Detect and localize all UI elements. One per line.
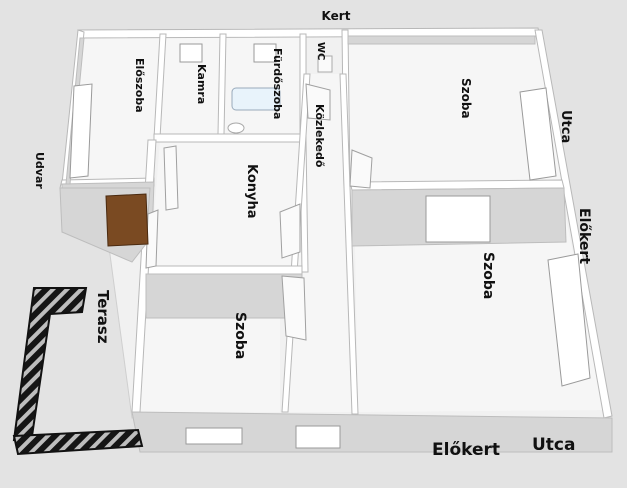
terrace-railing [12, 287, 144, 456]
sink [227, 122, 245, 134]
label-utca-right: Utca [558, 110, 573, 143]
label-terasz: Terasz [94, 290, 112, 344]
wall-faces [59, 35, 613, 453]
doors [145, 83, 373, 341]
label-kert: Kert [322, 9, 351, 23]
label-szoba-mid-right: Szoba [480, 252, 496, 299]
label-szoba-bottom-left: Szoba [232, 312, 248, 359]
label-eloszoba: Előszoba [133, 58, 146, 113]
label-elokert-right: Előkert [576, 208, 592, 264]
entrance-door [105, 193, 149, 247]
label-wc: WC [315, 42, 326, 60]
label-kamra: Kamra [195, 64, 208, 104]
label-furdoszoba: Fürdőszoba [271, 48, 284, 119]
label-udvar: Udvar [33, 152, 46, 189]
label-elokert-bottom: Előkert [432, 440, 500, 460]
bathtub [231, 87, 281, 111]
label-kozlekedo: Közlekedő [313, 104, 326, 168]
wc-fixture [317, 55, 333, 73]
label-konyha: Konyha [244, 164, 259, 219]
windows [69, 43, 591, 449]
label-utca-bottom: Utca [532, 435, 575, 455]
label-szoba-top-right: Szoba [459, 78, 473, 119]
